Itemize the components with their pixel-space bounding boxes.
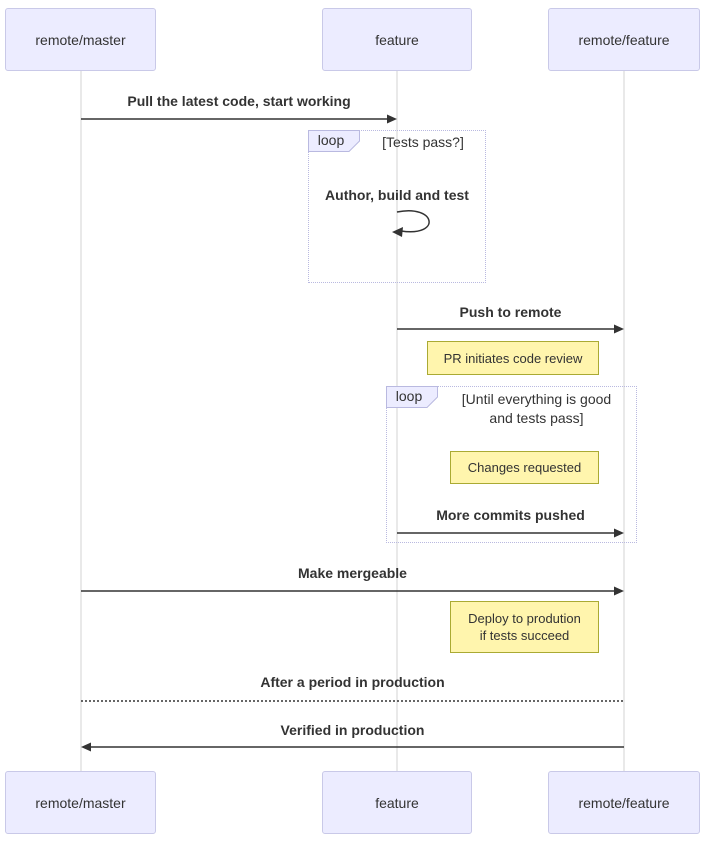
loop-condition-line: and tests pass] xyxy=(489,410,584,426)
actor-bottom-remote-feature: remote/feature xyxy=(548,771,700,834)
self-loop-head xyxy=(392,227,403,237)
actor-top-remote-feature: remote/feature xyxy=(548,8,700,71)
actor-label: remote/feature xyxy=(578,794,670,811)
actor-label: remote/feature xyxy=(578,31,670,48)
self-loop-curve xyxy=(396,210,430,233)
note-changes-requested: Changes requested xyxy=(450,451,599,484)
message-push-remote: Push to remote xyxy=(459,304,562,320)
actor-label: remote/master xyxy=(35,31,126,48)
actor-bottom-feature: feature xyxy=(322,771,472,834)
message-verified: Verified in production xyxy=(280,722,425,738)
arrow-push-remote-head xyxy=(614,324,624,334)
message-more-commits: More commits pushed xyxy=(436,507,585,523)
note-deploy-production: Deploy to prodution if tests succeed xyxy=(450,601,599,653)
loop-condition-1: [Tests pass?] xyxy=(382,134,464,150)
loop-label-text: loop xyxy=(317,132,345,148)
loop-label-text: loop xyxy=(395,388,423,404)
message-pull-latest: Pull the latest code, start working xyxy=(127,93,351,109)
note-text-line: Deploy to prodution xyxy=(468,611,581,626)
note-text-line: if tests succeed xyxy=(479,628,570,643)
loop-label-tab xyxy=(308,130,360,152)
loop-condition-line: [Until everything is good xyxy=(461,391,612,407)
loop-condition-2: [Until everything is good and tests pass… xyxy=(438,390,635,428)
note-text: PR initiates code review xyxy=(443,350,583,366)
arrow-verified-head xyxy=(81,742,91,752)
loop-label-2: loop xyxy=(386,386,438,408)
arrow-pull-latest-head xyxy=(387,114,397,124)
note-text: Changes requested xyxy=(467,460,582,475)
message-author-build-test: Author, build and test xyxy=(325,187,469,203)
loop-frame-tests-pass xyxy=(308,130,486,283)
loop-frame-until-good xyxy=(386,386,637,543)
loop-label-1: loop xyxy=(308,130,360,152)
arrow-make-mergeable-head xyxy=(614,586,624,596)
message-make-mergeable: Make mergeable xyxy=(298,565,407,581)
note-pr-code-review: PR initiates code review xyxy=(427,341,599,375)
actor-label: feature xyxy=(375,794,419,811)
actor-top-remote-master: remote/master xyxy=(5,8,156,71)
loop-label-tab xyxy=(386,386,438,408)
arrow-more-commits-head xyxy=(614,528,624,538)
message-after-period: After a period in production xyxy=(260,674,445,690)
actor-label: feature xyxy=(375,31,419,48)
actor-bottom-remote-master: remote/master xyxy=(5,771,156,834)
actor-label: remote/master xyxy=(35,794,126,811)
actor-top-feature: feature xyxy=(322,8,472,71)
